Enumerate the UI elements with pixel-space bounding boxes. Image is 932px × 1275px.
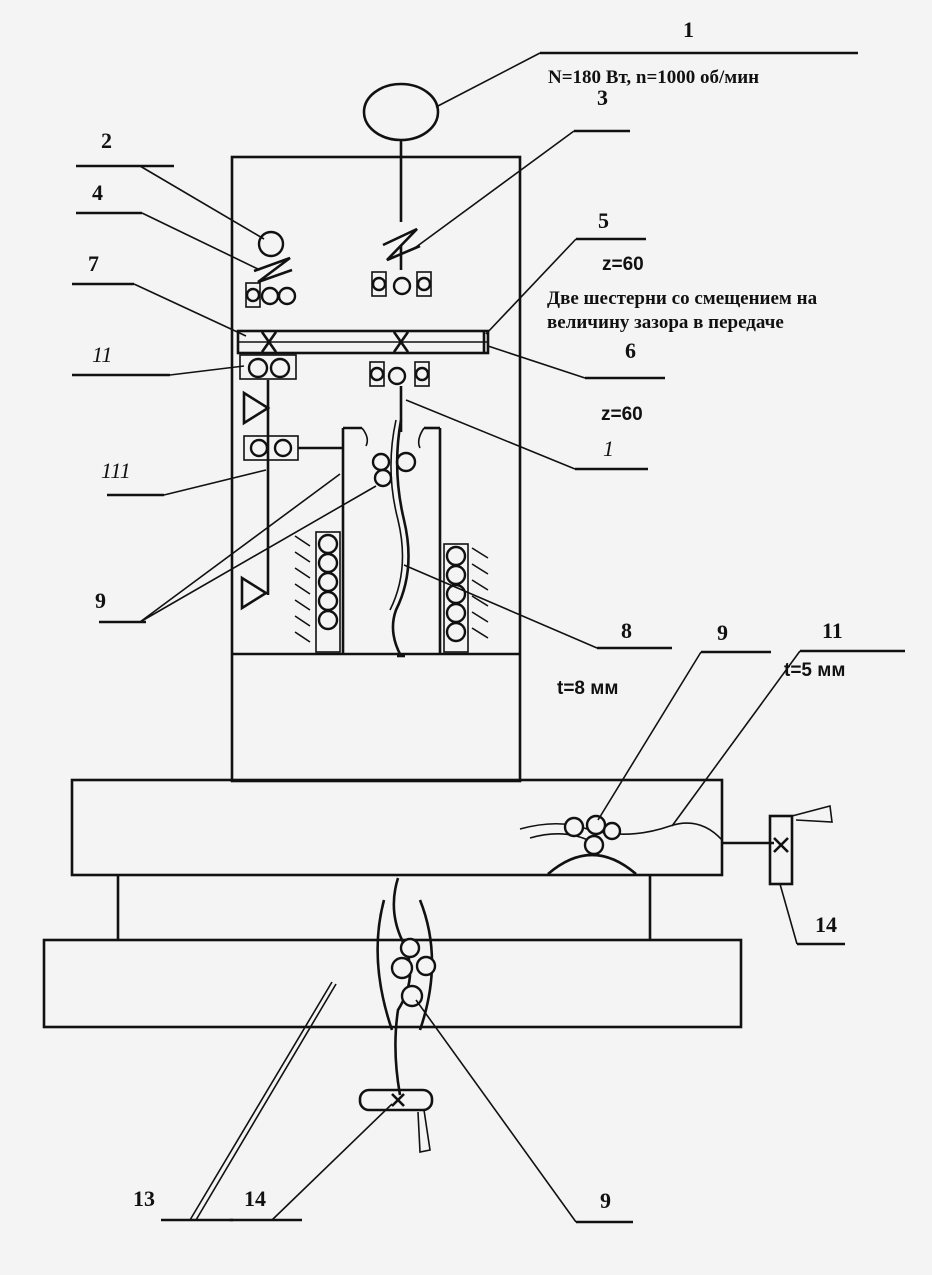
nut-support bbox=[547, 853, 637, 875]
base-screw bbox=[392, 877, 412, 1096]
leader-7 bbox=[133, 283, 247, 337]
leader-9-table bbox=[597, 651, 702, 821]
bearing-center-lower bbox=[369, 361, 430, 387]
label-1-italic: 1 bbox=[603, 436, 614, 461]
pitch-5: t=5 мм bbox=[784, 660, 845, 681]
label-11-table: 11 bbox=[822, 618, 843, 643]
bearing-left-upper bbox=[245, 282, 297, 308]
triangle-upper bbox=[242, 390, 271, 426]
leader-9-upper-b bbox=[139, 485, 377, 623]
leader-5 bbox=[485, 238, 577, 335]
screw-8-b bbox=[389, 419, 404, 611]
handwheel-14-bottom-mark bbox=[391, 1093, 405, 1107]
bearing-center-upper bbox=[371, 271, 432, 297]
motor-spec: N=180 Вт, n=1000 об/мин bbox=[548, 67, 759, 88]
label-8: 8 bbox=[621, 618, 632, 643]
gear-z-top: z=60 bbox=[602, 254, 644, 275]
gear-note-line2: величину зазора в передаче bbox=[547, 312, 784, 333]
leader-8 bbox=[403, 564, 598, 649]
label-111: 111 bbox=[101, 458, 131, 483]
gear-z-bottom: z=60 bbox=[601, 404, 643, 425]
bearing-left-11 bbox=[239, 354, 297, 380]
screw-8 bbox=[391, 419, 410, 657]
motor bbox=[362, 82, 440, 142]
linear-guide-left bbox=[294, 531, 341, 653]
middle-table bbox=[70, 778, 724, 877]
leader-3 bbox=[411, 130, 575, 251]
base-screw-curve-left bbox=[376, 899, 394, 1031]
triangle-lower bbox=[240, 575, 269, 611]
leader-9-upper-a bbox=[139, 473, 341, 623]
label-14-right: 14 bbox=[815, 912, 837, 937]
leader-4 bbox=[141, 212, 261, 271]
leader-9-base bbox=[415, 999, 577, 1223]
leader-11-table bbox=[671, 650, 801, 827]
coupling-4 bbox=[253, 256, 293, 284]
gear-mark-left bbox=[260, 331, 278, 353]
label-13: 13 bbox=[133, 1186, 155, 1211]
leader-13-a bbox=[189, 981, 333, 1221]
table-screw-11 bbox=[519, 822, 723, 841]
label-6: 6 bbox=[625, 338, 636, 363]
label-1: 1 bbox=[683, 17, 694, 42]
label-2: 2 bbox=[101, 128, 112, 153]
label-9-table: 9 bbox=[717, 620, 728, 645]
pitch-8: t=8 мм bbox=[557, 678, 618, 699]
coupling-3 bbox=[382, 227, 421, 262]
label-9-base: 9 bbox=[600, 1188, 611, 1213]
leader-1-italic bbox=[405, 399, 576, 470]
table-screw-11-b bbox=[529, 833, 593, 843]
handwheel-14-right-mark bbox=[773, 837, 789, 853]
ball-nut-9-table bbox=[563, 814, 622, 856]
handwheel-14-right bbox=[768, 814, 794, 886]
spindle-cut-left bbox=[361, 427, 369, 447]
leader-1 bbox=[435, 52, 541, 108]
handwheel-14-right-handle bbox=[791, 804, 833, 823]
leader-111 bbox=[163, 469, 267, 496]
leader-14-right bbox=[779, 883, 798, 945]
linear-guide-right bbox=[443, 543, 489, 653]
gear-note-line1: Две шестерни со смещением на bbox=[547, 288, 818, 309]
ball-2 bbox=[257, 230, 285, 258]
handwheel-14-bottom-handle bbox=[417, 1109, 431, 1153]
label-5: 5 bbox=[598, 208, 609, 233]
label-4: 4 bbox=[92, 180, 103, 205]
label-7: 7 bbox=[88, 251, 99, 276]
ball-nut-9 bbox=[371, 451, 417, 488]
label-14-bottom: 14 bbox=[244, 1186, 266, 1211]
spindle-cut-right bbox=[417, 427, 425, 449]
leader-13-b bbox=[195, 983, 337, 1221]
leader-14-bottom bbox=[271, 1103, 393, 1221]
handwheel-14-bottom bbox=[358, 1088, 434, 1112]
gear-mark-center bbox=[392, 331, 410, 353]
leader-2 bbox=[139, 165, 265, 240]
label-9-upper: 9 bbox=[95, 588, 106, 613]
bearing-left-lower bbox=[243, 435, 299, 461]
base-13 bbox=[42, 938, 743, 1029]
leader-6 bbox=[487, 345, 586, 379]
label-11: 11 bbox=[92, 342, 112, 367]
leader-11 bbox=[169, 365, 245, 376]
label-3: 3 bbox=[597, 85, 608, 110]
